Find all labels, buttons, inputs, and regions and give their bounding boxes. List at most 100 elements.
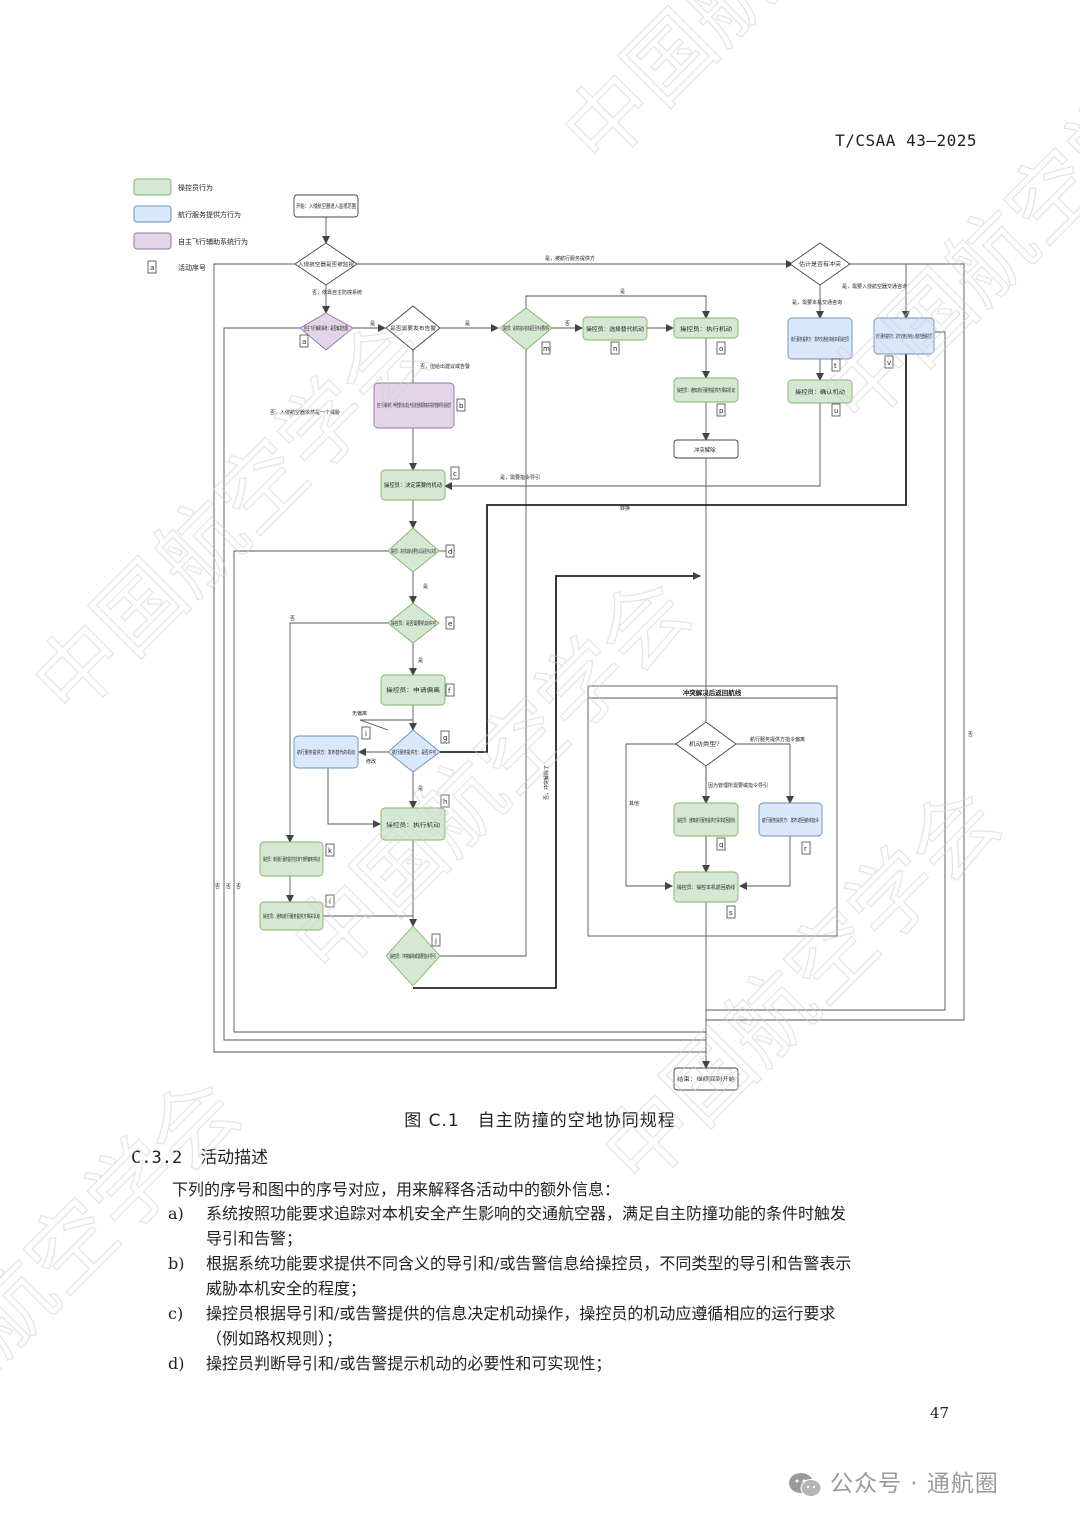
diamond-m: 操控员：请求的指令咨询是否且不必要的吗 <box>499 307 553 351</box>
svg-text:r: r <box>804 845 807 853</box>
brand-footer: 公众号 · 通航圈 <box>788 1464 999 1499</box>
node-end: 结束：继续回到开始 <box>673 1067 739 1091</box>
node-p: 操控员：通知航行服务提供方相关机动 <box>673 377 739 403</box>
legend: 操控员行为 航行服务提供方行为 自主飞行辅助系统行为 a 活动序号 <box>133 178 248 274</box>
diamond-g-text: 航行服务提供方：是否许可 <box>392 749 436 756</box>
node-resolved-text: 冲突解除 <box>694 446 716 454</box>
svg-text:d: d <box>448 548 452 556</box>
svg-text:t: t <box>834 362 837 370</box>
tag-j: j <box>431 933 441 947</box>
tag-s: s <box>726 905 736 919</box>
tag-h: h <box>440 794 450 808</box>
flowchart-diagram: 操控员行为 航行服务提供方行为 自主飞行辅助系统行为 a 活动序号 <box>133 178 973 1091</box>
edge-d2-yes: 是 <box>465 321 470 327</box>
edge-e-no: 否 <box>290 616 295 622</box>
edge-d3-yes: 是，需要入侵航空器交通咨询 <box>842 283 907 290</box>
legend-swatch-pilot <box>133 178 172 196</box>
edge-d-yes: 是 <box>423 584 428 590</box>
section-number: C.3.2 <box>131 1148 183 1168</box>
tag-n: n <box>610 341 620 355</box>
edge-atc-dev: 航行服务提供方指令偏离 <box>750 736 805 743</box>
legend-tag-sample <box>147 260 157 274</box>
diamond-a-text: 自主飞行辅助系统：是否触发告警 <box>304 325 348 332</box>
node-v-text: 航行服务提供方：发布交通咨询给入侵航空器操控员 <box>876 333 932 340</box>
node-i-text: 航行服务提供方：发布替代的机动 <box>297 749 355 756</box>
node-v: 航行服务提供方：发布交通咨询给入侵航空器操控员 <box>873 317 935 355</box>
edge-d1-no: 否，依靠自主防撞系统 <box>312 289 362 296</box>
edge-right-no: 否 <box>968 732 973 738</box>
node-u-text: 操控员：确认机动 <box>795 388 846 396</box>
diamond-e-text: 操控员：是否需要机动许可 <box>391 620 436 627</box>
diamond-e: 操控员：是否需要机动许可 <box>387 602 440 644</box>
diamond-j: 操控员：冲突解除或需要指令导引 <box>385 925 441 987</box>
node-resolved: 冲突解除 <box>673 439 739 459</box>
node-n-text: 操控员：选择替代机动 <box>586 325 645 333</box>
edge-d3-yes2: 是，需要本机交通咨询 <box>792 299 842 306</box>
edge-d2-no: 否，但给出建议或告警 <box>420 363 470 370</box>
node-f-text: 操控员：申请偏离 <box>386 686 441 694</box>
edge-follow: 因为管理所需要或指令导引 <box>708 782 768 789</box>
svg-text:j: j <box>434 937 437 945</box>
node-b: 自主飞行辅助系统：声明告警行动以防止不当及安全距离隔离丧失并提供告警和导引给操控… <box>373 382 455 429</box>
svg-text:h: h <box>443 798 447 806</box>
svg-text:l: l <box>329 898 331 906</box>
node-r-text: 航行服务提供方：发布返回航线指令 <box>762 817 819 824</box>
node-h: 操控员：执行机动 <box>380 807 446 841</box>
edge-left-no-2: 否 <box>226 884 231 890</box>
node-u: 操控员：确认机动 <box>787 379 853 404</box>
node-b-text: 自主飞行辅助系统：声明告警行动以防止不当及安全距离隔离丧失并提供告警和导引给操控… <box>377 402 451 409</box>
edge-no-deviation: 无偏离 <box>352 710 367 717</box>
legend-swatch-system <box>133 232 172 250</box>
svg-text:p: p <box>719 407 724 415</box>
node-o-text: 操控员：执行机动 <box>680 325 733 333</box>
edge-other: 其他 <box>629 800 639 807</box>
tag-o: o <box>716 341 726 355</box>
legend-label-tag: 活动序号 <box>178 263 206 272</box>
activity-tags: a b c d e f g h i j k l m n o p q r s t … <box>299 334 894 947</box>
tag-u: u <box>831 403 841 417</box>
svg-text:s: s <box>729 909 733 917</box>
list-text: 根据系统功能要求提供不同含义的导引和/或告警信息给操控员，不同类型的导引和告警表… <box>206 1254 852 1298</box>
svg-text:q: q <box>719 841 723 849</box>
node-l: 操控员：通知航行服务提供方相关机动 <box>259 901 324 931</box>
tag-r: r <box>801 841 811 855</box>
diamond-d1: 入侵航空器是否被监视 <box>294 242 358 286</box>
diamond-g: 航行服务提供方：是否许可 <box>387 729 441 773</box>
node-q: 操控员：通知航行服务提供方请求返回航线 <box>673 802 739 837</box>
diamond-d4-text: 机动类型？ <box>689 740 723 748</box>
node-o: 操控员：执行机动 <box>673 317 739 339</box>
list-label: b) <box>168 1254 185 1273</box>
node-c: 操控员：决定需要的机动 <box>380 469 446 501</box>
edge-no-conflict: 否，冲突解除了 <box>543 765 550 800</box>
node-t: 航行服务提供方：发布交通咨询给本机操控员 <box>787 317 853 360</box>
svg-text:o: o <box>719 345 723 353</box>
diamond-j-text: 操控员：冲突解除或需要指令导引 <box>390 953 436 960</box>
legend-swatch-ats <box>133 205 172 223</box>
node-s: 操控员：操控本机返回航线 <box>673 871 739 903</box>
svg-text:g: g <box>443 734 447 742</box>
list-label: c) <box>168 1304 184 1323</box>
edge-m-yes: 是 <box>620 289 625 295</box>
tag-q: q <box>716 837 726 851</box>
node-l-text: 操控员：通知航行服务提供方相关机动 <box>263 913 320 920</box>
brand-text: 公众号 · 通航圈 <box>830 1471 999 1497</box>
tag-b: b <box>456 398 466 412</box>
diamond-d2: 是否需要发布告警 <box>385 305 441 351</box>
legend-tag-letter: a <box>150 264 154 272</box>
edge-m-no: 否 <box>565 321 570 327</box>
tag-k: k <box>325 843 335 857</box>
tag-e: e <box>445 616 455 630</box>
tag-l: l <box>325 894 335 908</box>
svg-text:e: e <box>448 620 452 628</box>
node-n: 操控员：选择替代机动 <box>582 316 648 341</box>
svg-text:i: i <box>365 730 367 738</box>
edge-no-intruder: 否，入侵航空器依然是一个威胁 <box>270 409 340 416</box>
list-label: d) <box>168 1354 185 1373</box>
wechat-icon <box>789 1472 822 1497</box>
svg-text:a: a <box>302 338 306 346</box>
tag-c: c <box>450 466 460 480</box>
diamond-m-text: 操控员：请求的指令咨询是否且不必要的吗 <box>503 325 549 332</box>
svg-text:v: v <box>887 359 891 367</box>
tag-a: a <box>299 334 309 348</box>
svg-text:c: c <box>453 470 457 478</box>
